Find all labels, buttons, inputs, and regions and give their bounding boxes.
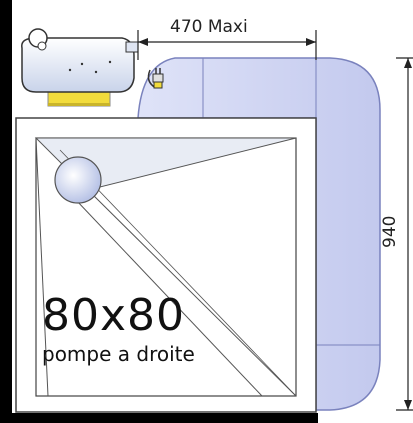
tray-slope-bottom xyxy=(75,199,263,397)
pump-base-shadow xyxy=(48,103,110,106)
width-dimension-label: 470 Maxi xyxy=(170,17,248,37)
height-dimension-label: 940 xyxy=(380,215,400,248)
pump-dot-2 xyxy=(80,62,84,66)
width-dim-arrow-left xyxy=(138,38,148,46)
pump-fitting xyxy=(37,41,47,51)
tray-slope-left xyxy=(35,137,49,397)
tray-slope-right xyxy=(87,189,297,397)
tray-slope-diagonal xyxy=(59,149,297,397)
pump-position-label: pompe a droite xyxy=(42,342,195,366)
pump-dot-1 xyxy=(68,68,72,72)
height-dim-arrow-top xyxy=(404,58,412,68)
tank-shape xyxy=(137,57,381,411)
bottom-wall xyxy=(0,413,318,423)
power-plug-icon xyxy=(147,68,164,89)
height-dim-arrow-bottom xyxy=(404,400,412,410)
left-wall xyxy=(0,0,12,423)
pump-dot-3 xyxy=(94,70,98,74)
drain-ball xyxy=(54,156,102,204)
tray-size-label: 80x80 xyxy=(42,290,186,341)
pump-dot-4 xyxy=(108,60,112,64)
pump-outlet xyxy=(125,41,139,53)
width-dim-arrow-right xyxy=(306,38,316,46)
